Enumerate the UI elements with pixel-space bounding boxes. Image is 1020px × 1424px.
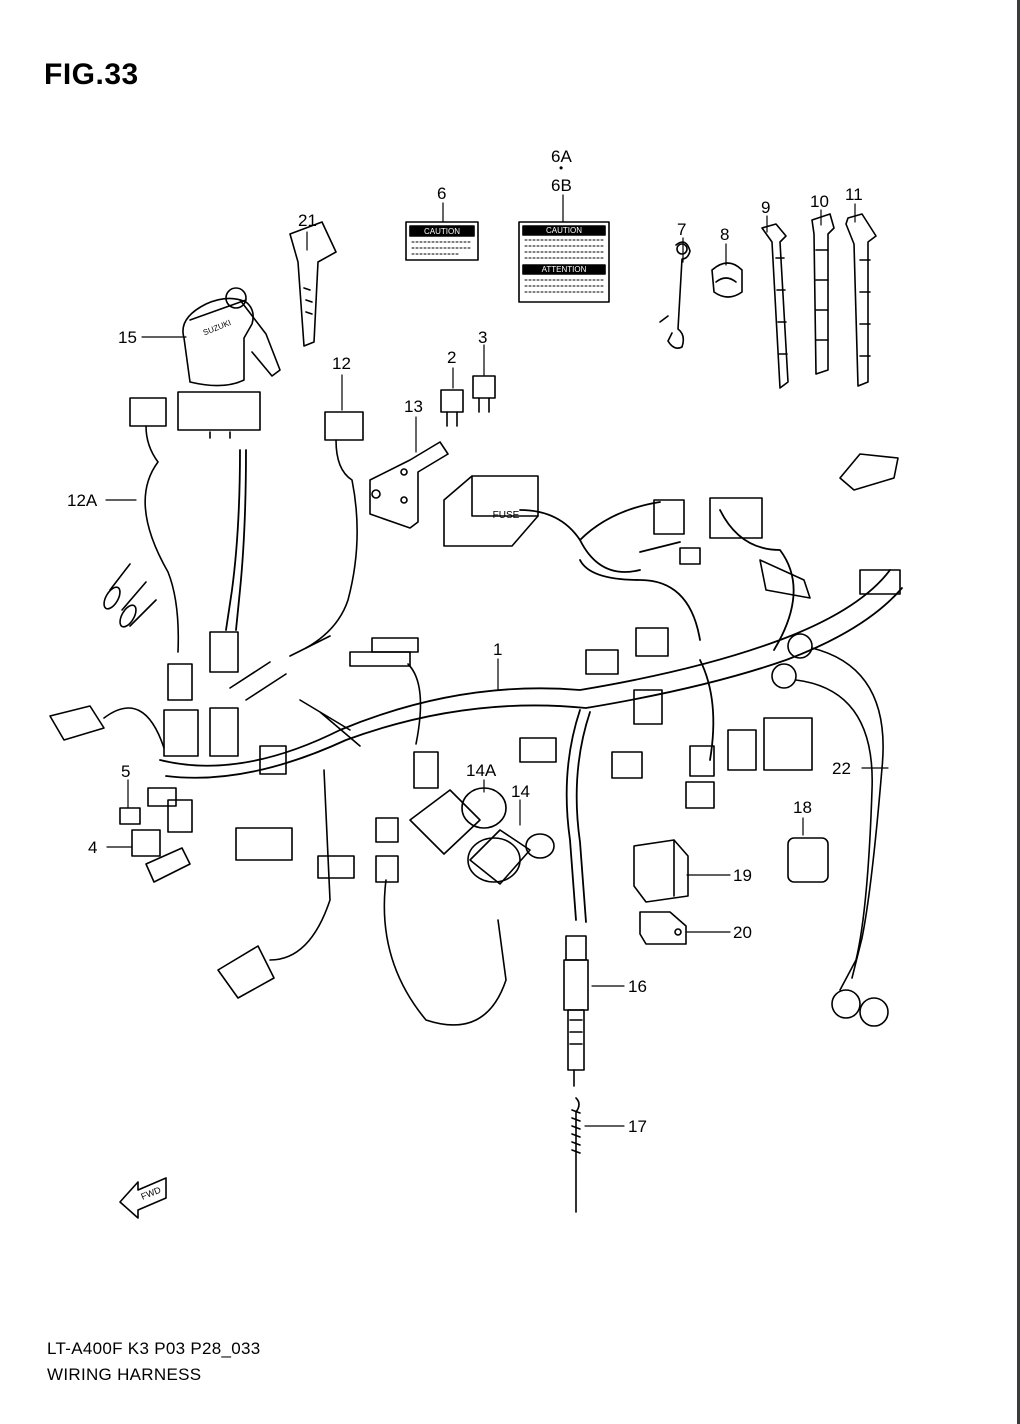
caution-label-6: CAUTION bbox=[405, 221, 479, 261]
sensor-16 bbox=[563, 935, 589, 1087]
callout-3: 3 bbox=[478, 328, 488, 347]
key-21 bbox=[289, 221, 337, 347]
bracket-13 bbox=[369, 441, 449, 529]
diagram-title: WIRING HARNESS bbox=[47, 1365, 202, 1384]
callout-6-dot: • bbox=[559, 161, 564, 175]
callout-16: 16 bbox=[628, 977, 647, 996]
figure-title: FIG.33 bbox=[44, 58, 139, 91]
attention-text: ATTENTION bbox=[542, 265, 587, 274]
callout-6a: 6A bbox=[551, 147, 572, 166]
callout-13: 13 bbox=[404, 397, 423, 416]
callout-8: 8 bbox=[720, 225, 730, 244]
center-connectors bbox=[217, 453, 901, 1026]
callout-20: 20 bbox=[733, 923, 752, 942]
fuse-2 bbox=[440, 389, 464, 427]
fwd-arrow: FWD bbox=[119, 1177, 167, 1219]
caution-large-text: CAUTION bbox=[546, 226, 582, 235]
switch-14 bbox=[467, 829, 555, 885]
leader-lines bbox=[105, 194, 889, 1127]
callout-1: 1 bbox=[493, 640, 503, 659]
callout-15: 15 bbox=[118, 328, 137, 347]
caution-small-text: CAUTION bbox=[424, 227, 460, 236]
connector-12a bbox=[103, 397, 180, 653]
callout-6: 6 bbox=[437, 184, 447, 203]
callout-10: 10 bbox=[810, 192, 829, 211]
callout-4: 4 bbox=[88, 838, 98, 857]
switch-14a bbox=[409, 787, 507, 855]
callout-12: 12 bbox=[332, 354, 351, 373]
fuse-text: FUSE bbox=[493, 510, 520, 521]
clamp-8 bbox=[711, 262, 743, 298]
callout-19: 19 bbox=[733, 866, 752, 885]
spring-17 bbox=[571, 1097, 581, 1213]
callout-22: 22 bbox=[832, 759, 851, 778]
callout-6b: 6B bbox=[551, 176, 572, 195]
relay-18 bbox=[787, 837, 829, 883]
callout-2: 2 bbox=[447, 348, 457, 367]
part-4-connector bbox=[131, 829, 161, 857]
callout-14a: 14A bbox=[466, 761, 497, 780]
ignition-switch-15: SUZUKI bbox=[177, 287, 281, 439]
bracket-20 bbox=[639, 911, 687, 945]
callout-5: 5 bbox=[121, 762, 131, 781]
lead-wire-22 bbox=[771, 633, 889, 1027]
callout-7: 7 bbox=[677, 220, 687, 239]
fuse-box: FUSE bbox=[443, 475, 539, 547]
caution-label-6a-6b: CAUTION ATTENTION bbox=[518, 221, 610, 303]
part-5-connector bbox=[119, 807, 141, 825]
callout-18: 18 bbox=[793, 798, 812, 817]
fuse-3 bbox=[472, 375, 496, 413]
callout-21: 21 bbox=[298, 211, 317, 230]
cable-tie-11 bbox=[845, 213, 877, 387]
relay-19 bbox=[633, 839, 689, 903]
cable-tie-10 bbox=[811, 213, 835, 375]
callout-14: 14 bbox=[511, 782, 530, 801]
callout-12a: 12A bbox=[67, 491, 98, 510]
connector-12 bbox=[305, 411, 364, 649]
key-brand-text: SUZUKI bbox=[202, 318, 233, 337]
callout-11: 11 bbox=[845, 185, 863, 204]
model-code: LT-A400F K3 P03 P28_033 bbox=[47, 1339, 261, 1358]
callout-9: 9 bbox=[761, 198, 771, 217]
clamp-7 bbox=[659, 241, 691, 349]
callout-17: 17 bbox=[628, 1117, 647, 1136]
cable-tie-9 bbox=[761, 223, 789, 389]
left-connectors bbox=[49, 631, 293, 883]
